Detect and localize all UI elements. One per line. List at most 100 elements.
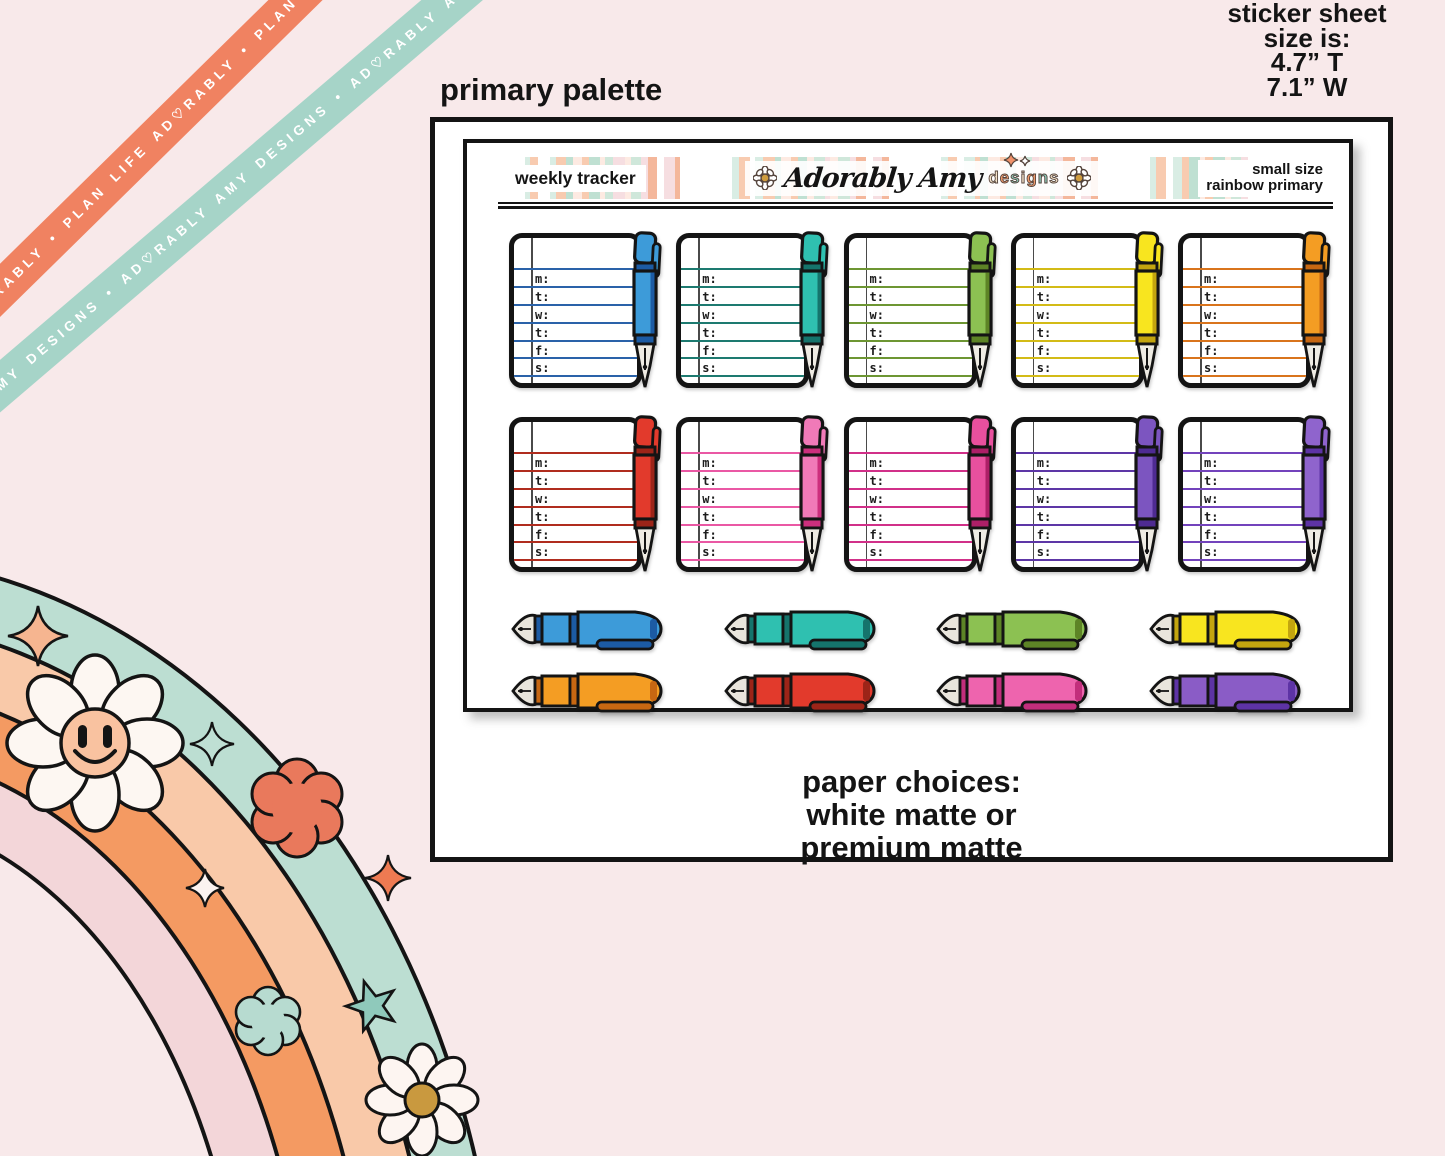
notebook-line: m:	[514, 268, 637, 286]
page-title: primary palette	[440, 72, 663, 107]
notebook-line: m:	[1183, 268, 1306, 286]
brand-logo: Adorably Amy designs	[745, 152, 1099, 196]
day-label: f:	[702, 343, 717, 358]
margin-line	[531, 238, 533, 383]
notebook-line: w:	[1015, 303, 1139, 322]
notebook-sticker-pink: m:t:w:t:f:s:s:	[676, 415, 831, 572]
brand-designs-text: designs	[988, 168, 1060, 188]
day-label: s:	[702, 563, 717, 572]
mint-flower	[234, 985, 302, 1057]
notebook-line: s:	[1015, 375, 1139, 388]
margin-line	[865, 422, 867, 567]
brand-script-text: Adorably Amy	[782, 162, 983, 194]
notebook-line: m:	[681, 268, 805, 286]
notebook-line: t:	[848, 469, 972, 488]
notebook-line: t:	[681, 469, 805, 488]
notebook-line: s:	[681, 541, 805, 559]
day-label: t:	[702, 509, 717, 524]
day-label: s:	[1204, 361, 1219, 376]
notebook-sticker-violet: m:t:w:t:f:s:s:	[1178, 415, 1333, 572]
sparkle-icon	[189, 721, 235, 767]
notebook-page: m:t:w:t:f:s:s:	[1010, 233, 1144, 388]
day-label: m:	[535, 456, 550, 470]
day-label: f:	[1204, 527, 1219, 542]
day-label: f:	[869, 343, 884, 358]
notebook-line: f:	[1015, 523, 1139, 542]
day-label: s:	[702, 361, 717, 376]
day-label: f:	[1204, 343, 1219, 358]
margin-line	[698, 422, 700, 567]
notebook-lines: m:t:w:t:f:s:s:	[681, 268, 805, 383]
day-label: t:	[1204, 289, 1219, 304]
day-label: t:	[869, 325, 884, 340]
day-label: s:	[869, 563, 884, 572]
day-label: s:	[1204, 545, 1219, 560]
notebook-line: s:	[1183, 541, 1306, 559]
notebook-line: m:	[514, 452, 637, 470]
notebook-line: t:	[848, 505, 972, 524]
day-label: s:	[1204, 379, 1219, 388]
pen-sticker-pink	[936, 672, 1088, 713]
notebook-line: m:	[848, 452, 972, 470]
day-label: t:	[1204, 509, 1219, 524]
fountain-pen-icon	[1134, 415, 1164, 572]
day-label: t:	[535, 289, 550, 304]
notebook-line: s:	[1015, 559, 1139, 567]
fountain-pen-icon	[632, 231, 662, 388]
margin-line	[1032, 422, 1035, 567]
day-label: t:	[1036, 325, 1052, 340]
daisy-icon	[1066, 166, 1091, 190]
notebook-line: s:	[848, 559, 972, 572]
day-label: t:	[702, 325, 717, 340]
day-label: w:	[869, 491, 884, 506]
day-label: m:	[702, 272, 717, 286]
notebook-line: f:	[1015, 339, 1139, 358]
notebook-line: s:	[848, 375, 972, 383]
notebook-line: t:	[681, 285, 805, 304]
day-label: t:	[1036, 509, 1052, 524]
notebook-sticker-magenta: m:t:w:t:f:s:s:	[843, 415, 999, 572]
notebook-line: s:	[848, 357, 972, 376]
margin-line	[531, 422, 533, 567]
day-label: t:	[1204, 473, 1219, 488]
notebook-line: w:	[514, 303, 637, 322]
day-label: m:	[869, 456, 884, 470]
margin-line	[1032, 238, 1035, 383]
notebook-lines: m:t:w:t:f:s:s:	[1015, 268, 1139, 388]
paper-note-line: premium matte	[800, 830, 1023, 865]
day-label: t:	[869, 473, 884, 488]
pen-sticker-purple	[1149, 672, 1301, 713]
notebook-line: f:	[1183, 339, 1306, 358]
notebook-line: s:	[681, 559, 805, 572]
day-label: f:	[1036, 527, 1052, 542]
sheet-title-left: weekly tracker	[505, 164, 646, 192]
notebook-line: t:	[514, 505, 637, 524]
sheet-title-right: small size rainbow primary	[1198, 159, 1331, 197]
notebook-line: t:	[1015, 285, 1139, 304]
day-label: s:	[1204, 563, 1219, 572]
notebook-lines: m:t:w:t:f:s:s:	[1183, 452, 1306, 572]
notebook-line: s:	[681, 357, 805, 376]
smiley-daisy	[5, 653, 185, 833]
day-label: w:	[869, 307, 884, 322]
day-label: m:	[1204, 456, 1219, 470]
notebook-line: m:	[1015, 452, 1139, 470]
notebook-line: t:	[514, 469, 637, 488]
day-label: w:	[535, 491, 550, 506]
day-label: w:	[535, 307, 550, 322]
notebook-line: w:	[514, 487, 637, 506]
pen-sticker-red	[723, 672, 876, 713]
notebook-page: m:t:w:t:f:s:s:	[843, 233, 977, 388]
day-label: s:	[869, 361, 884, 376]
header-rule	[498, 202, 1333, 204]
notebook-sticker-red: m:t:w:t:f:s:s:	[509, 415, 664, 572]
fountain-pen-icon	[799, 231, 829, 388]
coral-flower	[250, 757, 344, 859]
day-label: t:	[535, 325, 550, 340]
day-label: t:	[535, 473, 550, 488]
notebook-line: m:	[1015, 268, 1139, 286]
day-label: s:	[1036, 379, 1052, 388]
notebook-page: m:t:w:t:f:s:s:	[509, 417, 642, 572]
notebook-line: t:	[681, 505, 805, 524]
